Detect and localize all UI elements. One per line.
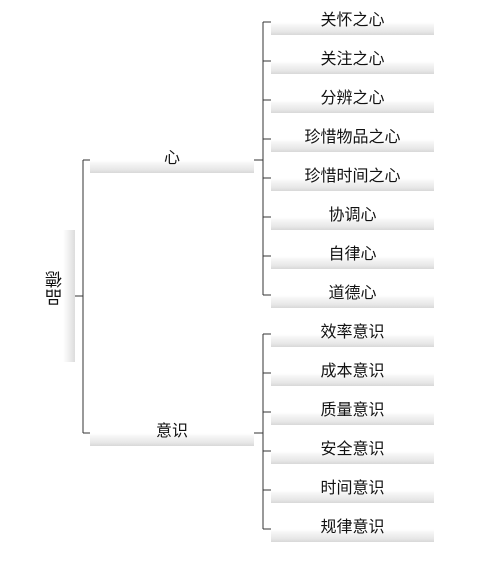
leaf-node: 关怀之心 — [271, 9, 434, 35]
branch-node: 意识 — [90, 420, 254, 446]
leaf-node: 珍惜时间之心 — [271, 165, 434, 191]
leaf-node: 道德心 — [271, 282, 434, 308]
leaf-node: 时间意识 — [271, 477, 434, 503]
leaf-node: 效率意识 — [271, 321, 434, 347]
leaf-node: 珍惜物品之心 — [271, 126, 434, 152]
root-label: 品德 — [46, 270, 66, 306]
leaf-node: 分辨之心 — [271, 87, 434, 113]
branch-node: 心 — [90, 147, 254, 173]
leaf-node: 协调心 — [271, 204, 434, 230]
root-node — [63, 230, 75, 362]
leaf-node: 安全意识 — [271, 438, 434, 464]
leaf-node: 成本意识 — [271, 360, 434, 386]
leaf-node: 质量意识 — [271, 399, 434, 425]
leaf-node: 关注之心 — [271, 48, 434, 74]
leaf-node: 规律意识 — [271, 516, 434, 542]
leaf-node: 自律心 — [271, 243, 434, 269]
